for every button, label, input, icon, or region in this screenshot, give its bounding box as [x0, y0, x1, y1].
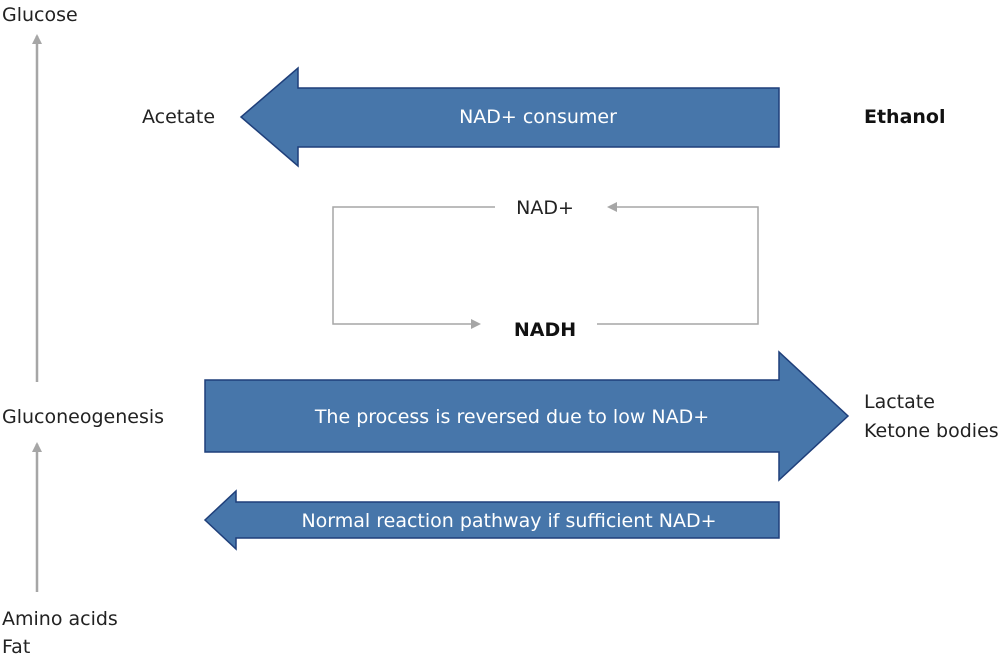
gluconeogenesis-label: Gluconeogenesis — [2, 406, 164, 428]
nadh-label: NADH — [514, 319, 576, 341]
nad-cycle-top-left-line — [332, 206, 495, 329]
nad-consumer-arrow-label: NAD+ consumer — [459, 106, 617, 128]
nad-plus-label: NAD+ — [516, 197, 574, 219]
fat-label: Fat — [2, 636, 30, 658]
reversed-process-arrow-label: The process is reversed due to low NAD+ — [314, 406, 709, 428]
nad-consumer-arrow — [239, 66, 780, 168]
acetate-label: Acetate — [142, 106, 215, 128]
lactate-label: Lactate — [864, 391, 935, 413]
glucose-label: Glucose — [2, 4, 78, 26]
ethanol-label: Ethanol — [864, 106, 946, 128]
ketone-bodies-label: Ketone bodies — [864, 420, 999, 442]
reversed-process-arrow — [204, 350, 850, 482]
amino-acids-label: Amino acids — [2, 608, 118, 630]
nad-cycle-right-line — [597, 202, 759, 325]
normal-pathway-arrow — [203, 489, 780, 551]
normal-pathway-arrow-label: Normal reaction pathway if sufficient NA… — [301, 510, 716, 532]
